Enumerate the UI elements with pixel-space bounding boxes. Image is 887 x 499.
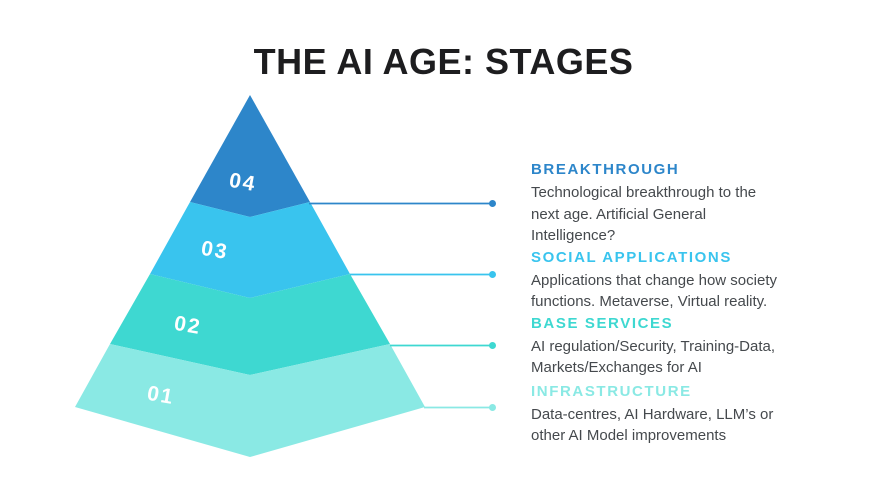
stage-number-04: 04 bbox=[227, 169, 258, 196]
description-line: Markets/Exchanges for AI bbox=[531, 359, 702, 376]
description-line: Data-centres, AI Hardware, LLM’s or bbox=[531, 405, 774, 423]
stage-description-base-services: AI regulation/Security, Training-Data, M… bbox=[531, 336, 866, 379]
stage-section-infrastructure: INFRASTRUCTURE Data-centres, AI Hardware… bbox=[531, 383, 866, 447]
stage-heading-social-applications: SOCIAL APPLICATIONS bbox=[531, 248, 732, 266]
connector-dot-stage-04 bbox=[489, 200, 496, 207]
pyramid-stage-01 bbox=[75, 344, 425, 457]
stage-section-social-applications: SOCIAL APPLICATIONS Applications that ch… bbox=[531, 249, 866, 313]
stage-number-01: 01 bbox=[145, 382, 176, 409]
description-line: Technological breakthrough to the bbox=[531, 184, 757, 201]
description-line: Applications that change how society bbox=[531, 271, 777, 289]
description-line: functions. Metaverse, Virtual reality. bbox=[531, 293, 768, 310]
stage-section-base-services: BASE SERVICES AI regulation/Security, Tr… bbox=[531, 315, 866, 379]
page-title: THE AI AGE: STAGES bbox=[253, 41, 634, 82]
description-line: next age. Artificial General bbox=[531, 205, 707, 223]
stage-number-02: 02 bbox=[172, 312, 203, 339]
description-line: AI regulation/Security, Training-Data, bbox=[531, 337, 776, 355]
stage-descriptions: BREAKTHROUGH Technological breakthrough … bbox=[531, 161, 866, 449]
pyramid-stage-03 bbox=[150, 202, 350, 298]
stage-description-infrastructure: Data-centres, AI Hardware, LLM’s or othe… bbox=[531, 404, 866, 447]
description-line: other AI Model improvements bbox=[531, 427, 727, 444]
connector-dot-stage-02 bbox=[489, 342, 496, 349]
pyramid-stage-04 bbox=[190, 95, 310, 217]
description-line: Intelligence? bbox=[531, 227, 616, 244]
stage-description-social-applications: Applications that change how society fun… bbox=[531, 270, 866, 313]
stage-description-breakthrough: Technological breakthrough to the next a… bbox=[531, 182, 866, 247]
stage-section-breakthrough: BREAKTHROUGH Technological breakthrough … bbox=[531, 161, 866, 247]
stage-heading-breakthrough: BREAKTHROUGH bbox=[531, 161, 680, 178]
stage-heading-base-services: BASE SERVICES bbox=[531, 314, 674, 332]
stage-heading-infrastructure: INFRASTRUCTURE bbox=[531, 382, 692, 400]
connector-dot-stage-01 bbox=[489, 404, 496, 411]
pyramid-stage-02 bbox=[110, 274, 390, 375]
stage-number-03: 03 bbox=[199, 237, 230, 264]
connector-dot-stage-03 bbox=[489, 271, 496, 278]
